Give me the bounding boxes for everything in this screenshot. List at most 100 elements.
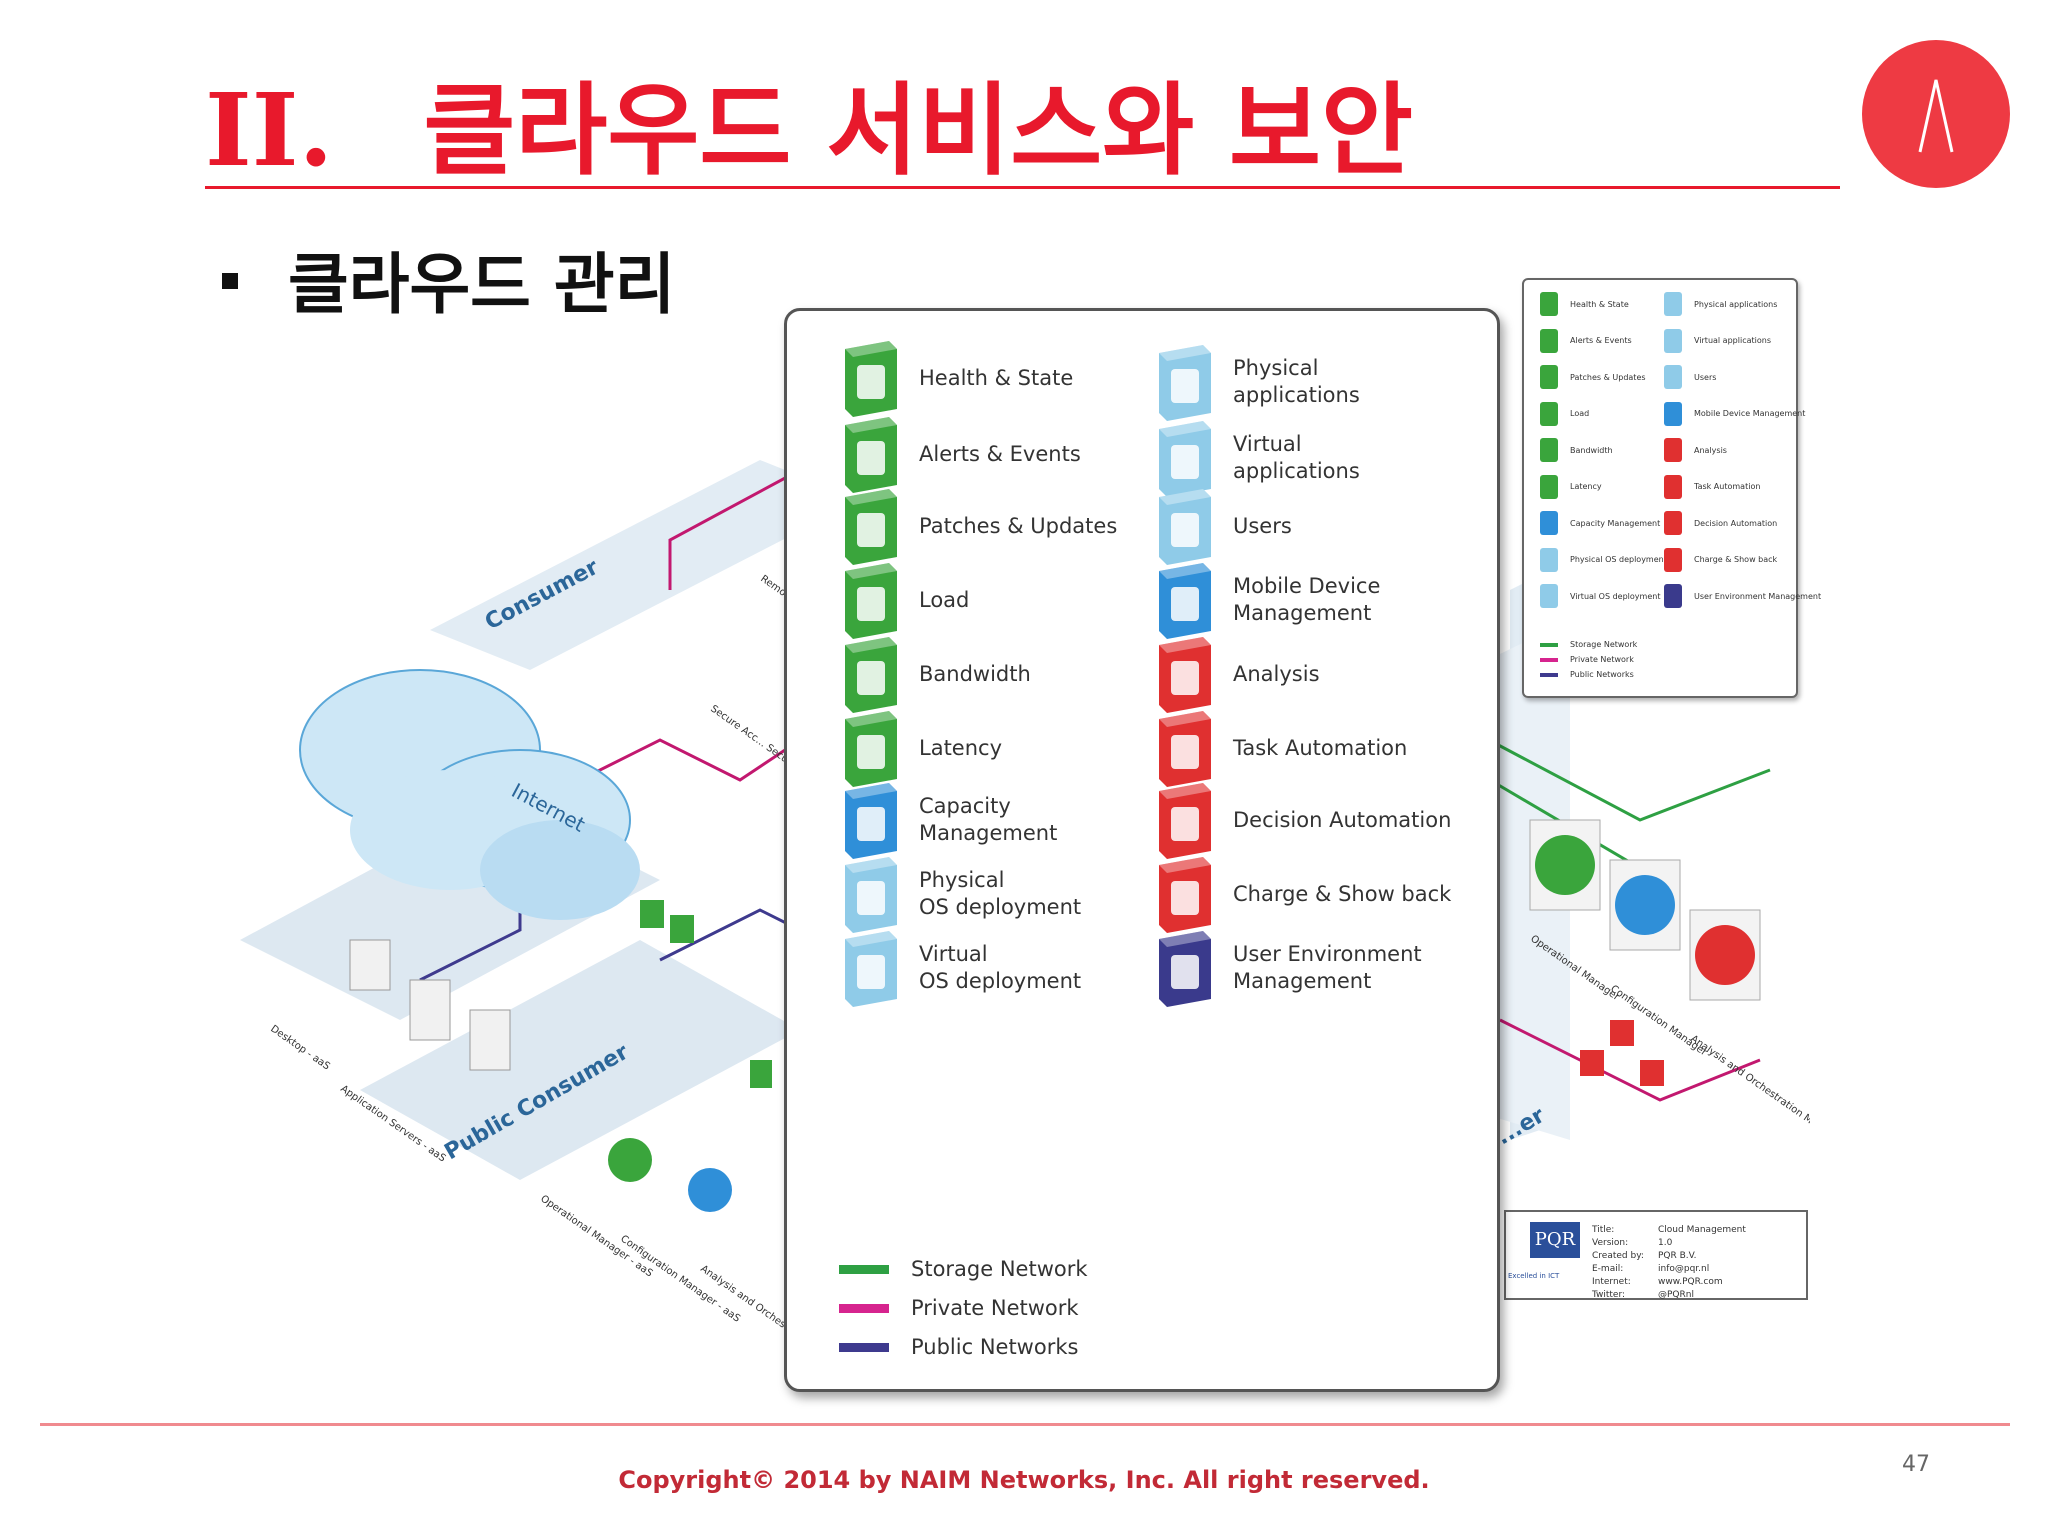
info-value: Cloud Management	[1658, 1225, 1746, 1235]
mini-legend-label: Latency	[1570, 482, 1602, 491]
mini-legend-icon	[1664, 292, 1682, 316]
square-icon	[845, 563, 897, 639]
server-icon	[845, 857, 897, 933]
mini-network-item: Private Network	[1540, 655, 1634, 664]
mini-legend-icon	[1664, 547, 1682, 572]
mini-legend-item: Virtual OS deployment	[1540, 584, 1660, 608]
title-text: 클라우드 서비스와 보안	[423, 72, 1414, 189]
power-icon	[1159, 711, 1211, 787]
mini-legend-label: User Environment Management	[1694, 591, 1822, 601]
legend-label: Alerts & Events	[919, 441, 1081, 466]
mini-legend-item: Patches & Updates	[1540, 365, 1646, 389]
copyright-text: Copyright© 2014 by NAIM Networks, Inc. A…	[618, 1466, 1430, 1494]
bullet-marker	[222, 272, 238, 289]
mini-legend-icon	[1540, 584, 1558, 608]
bell-icon	[845, 417, 897, 493]
pqr-tagline: Excelled in ICT	[1508, 1272, 1560, 1280]
pqr-logo: PQR	[1530, 1222, 1580, 1258]
latency-icon	[845, 711, 897, 787]
mini-legend-icon	[1664, 401, 1682, 426]
mini-legend-icon	[1540, 328, 1558, 353]
network-label: Public Networks	[911, 1335, 1079, 1359]
info-value: info@pqr.nl	[1658, 1264, 1710, 1274]
info-values: Cloud Management 1.0 PQR B.V. info@pqr.n…	[1658, 1224, 1746, 1302]
mini-legend-item: User Environment Management	[1664, 584, 1821, 608]
euro-icon	[1159, 857, 1211, 933]
legend-label: Analysis	[1233, 661, 1320, 686]
mobile-icon	[1159, 563, 1211, 639]
mini-legend-item: Mobile Device Management	[1664, 401, 1806, 426]
mini-legend-icon	[1540, 438, 1558, 462]
mini-legend-icon	[1540, 511, 1558, 535]
network-legend-public: Public Networks	[839, 1334, 1078, 1361]
mini-legend-item: Physical OS deployment	[1540, 547, 1667, 572]
mini-legend-item: Decision Automation	[1664, 511, 1777, 535]
info-key: Created by:	[1592, 1251, 1644, 1261]
mini-legend-icon	[1540, 292, 1558, 316]
diagram-label: Operational Manager - aaS	[538, 1193, 654, 1279]
users-icon	[1159, 489, 1211, 565]
info-key: Title:	[1592, 1225, 1615, 1235]
info-value: @PQRnl	[1658, 1290, 1694, 1300]
brand-logo	[1862, 40, 2010, 188]
info-key: Version:	[1592, 1238, 1629, 1248]
person-icon	[1159, 931, 1211, 1007]
info-keys: Title: Version: Created by: E-mail: Inte…	[1592, 1224, 1644, 1302]
mini-network-label: Private Network	[1570, 655, 1634, 664]
mini-legend-icon	[1664, 474, 1682, 499]
mini-legend-item: Analysis	[1664, 438, 1727, 462]
network-label: Storage Network	[911, 1257, 1088, 1281]
mini-legend-icon	[1540, 365, 1558, 389]
mini-legend-label: Virtual OS deployment	[1570, 591, 1661, 601]
mini-network-swatch	[1540, 672, 1558, 677]
mini-network-swatch	[1540, 657, 1558, 662]
dial-icon	[1159, 783, 1211, 859]
binoculars-icon	[1159, 637, 1211, 713]
legend-item: Health & State	[839, 339, 1073, 417]
info-value: 1.0	[1658, 1238, 1673, 1248]
mini-legend-icon	[1540, 401, 1558, 426]
bandwidth-icon	[845, 637, 897, 713]
info-value: www.PQR.com	[1658, 1277, 1723, 1287]
legend-item: Decision Automation	[1153, 781, 1451, 859]
mini-legend-label: Patches & Updates	[1570, 372, 1646, 382]
virtual-app-icon	[1159, 421, 1211, 497]
mini-network-label: Storage Network	[1570, 640, 1638, 649]
network-swatch	[839, 1343, 889, 1352]
mini-legend-icon	[1664, 365, 1682, 389]
mini-legend-icon	[1540, 547, 1558, 572]
legend-label: Load	[919, 587, 970, 612]
mini-legend-label: Analysis	[1694, 445, 1727, 455]
legend-item: Users	[1153, 487, 1292, 565]
legend-item: Patches & Updates	[839, 487, 1117, 565]
folder-icon	[845, 783, 897, 859]
bullet-text: 클라우드 관리	[288, 246, 676, 323]
info-key: E-mail:	[1592, 1264, 1624, 1274]
mini-legend-label: Mobile Device Management	[1694, 409, 1806, 418]
mini-legend-label: Charge & Show back	[1694, 555, 1778, 564]
mini-legend-label: Decision Automation	[1694, 518, 1778, 528]
mini-network-item: Public Networks	[1540, 670, 1634, 679]
mini-legend-item: Health & State	[1540, 292, 1629, 316]
title-underline	[205, 186, 1840, 189]
mini-legend-item: Charge & Show back	[1664, 547, 1778, 572]
mini-legend-icon	[1664, 438, 1682, 462]
page-number: 47	[1902, 1452, 1930, 1477]
slide-title: II.클라우드 서비스와 보안	[205, 70, 1413, 191]
mini-legend-label: Alerts & Events	[1570, 336, 1632, 345]
legend-label: Decision Automation	[1233, 807, 1452, 832]
legend-item: Bandwidth	[839, 635, 1031, 713]
